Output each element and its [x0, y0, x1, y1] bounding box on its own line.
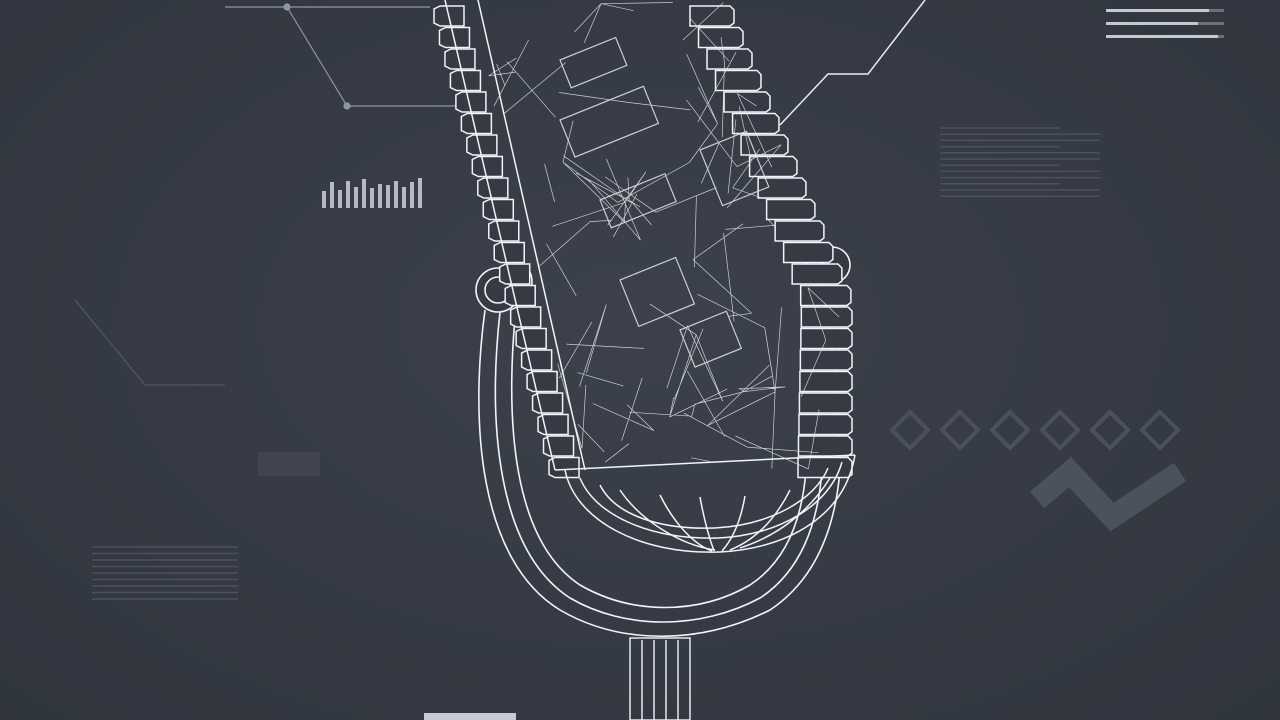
bottom-left-bar [424, 713, 516, 720]
grille-fin-right [799, 349, 853, 371]
mesh-panel [699, 130, 770, 207]
grille-fin-right [765, 198, 816, 221]
top-right-callout-line [779, 0, 926, 126]
grille-fin-left [455, 91, 487, 113]
grille-edge [444, 0, 556, 471]
mini-bar [410, 182, 414, 208]
mini-bar [402, 187, 406, 208]
top-left-connector-lines [225, 3, 460, 110]
mini-bar [322, 191, 326, 208]
mini-bar [338, 190, 342, 208]
mesh-panel [679, 310, 743, 368]
microphone-mesh-wireframe [488, 2, 840, 470]
grille-fin-right [798, 413, 853, 436]
grille-fin-left [449, 69, 482, 92]
left-faint-block [258, 452, 320, 476]
microphone-dome [564, 454, 856, 553]
grille-fin-left [466, 134, 498, 156]
grille-fin-left [460, 112, 493, 135]
grille-fin-left [520, 349, 553, 371]
grille-fin-right [748, 155, 798, 178]
mesh-lines [488, 2, 840, 470]
grille-fin-right [797, 435, 853, 457]
diamond-row-decoration [889, 409, 1181, 451]
grille-fin-left [482, 198, 515, 221]
mini-bar [386, 185, 390, 208]
grille-fin-right [782, 241, 834, 264]
grille-fin-right [723, 91, 771, 113]
mini-bar [418, 178, 422, 208]
mini-bar [354, 187, 358, 208]
grille-fin-right [800, 327, 853, 350]
grille-edge [554, 454, 856, 471]
mini-bar [370, 188, 374, 208]
grille-fin-right [731, 112, 780, 135]
grille-fin-right [799, 284, 852, 307]
diamond-shape [889, 409, 931, 451]
grille-fin-right [798, 392, 853, 414]
diamond-shape [1139, 409, 1181, 451]
left-diagonal-line [74, 299, 225, 386]
grille-fin-right [714, 69, 762, 92]
bar-fill [1106, 35, 1218, 38]
grille-fin-left [526, 370, 558, 393]
grille-fin-right [757, 177, 807, 199]
grille-fin-left [471, 155, 504, 178]
mini-bar [394, 181, 398, 208]
grille-fin-right [799, 370, 853, 393]
grille-fin-right [791, 263, 843, 285]
grille-fin-left [548, 456, 580, 479]
mesh-panel [559, 36, 628, 89]
mesh-panel [599, 172, 677, 229]
mini-bar [378, 184, 382, 208]
left-text-lines-decoration [92, 546, 238, 600]
grille-fin-right [800, 306, 853, 328]
grille-edge [477, 0, 586, 471]
right-text-lines-decoration [940, 127, 1100, 197]
grille-fin-left [515, 327, 547, 350]
mini-bar [330, 182, 334, 208]
grille-fin-right [689, 5, 735, 27]
diamond-shape [1039, 409, 1081, 451]
grille-fin-left [509, 306, 542, 328]
diamond-shape [989, 409, 1031, 451]
mini-bar-chart-decoration [322, 178, 422, 208]
diamond-shape [939, 409, 981, 451]
chevron-down-decoration [1029, 456, 1187, 532]
mini-bar [362, 179, 366, 208]
grille-fin-left [504, 284, 536, 307]
diamond-shape [1089, 409, 1131, 451]
mesh-panel [559, 85, 660, 158]
grille-fin-right [774, 220, 825, 242]
bar-fill [1106, 9, 1209, 12]
mini-bar [346, 181, 350, 208]
grille-fin-left [498, 263, 531, 285]
microphone-grille [433, 0, 856, 479]
bar-fill [1106, 22, 1198, 25]
microphone-stand-pole [629, 637, 691, 720]
top-right-bars-decoration [1106, 9, 1224, 38]
grille-fin-left [477, 177, 509, 199]
mesh-panel [619, 256, 696, 328]
grille-fin-left [444, 48, 476, 70]
grille-fin-left [493, 241, 525, 264]
grille-fin-left [488, 220, 520, 242]
grille-fin-right [706, 48, 753, 70]
